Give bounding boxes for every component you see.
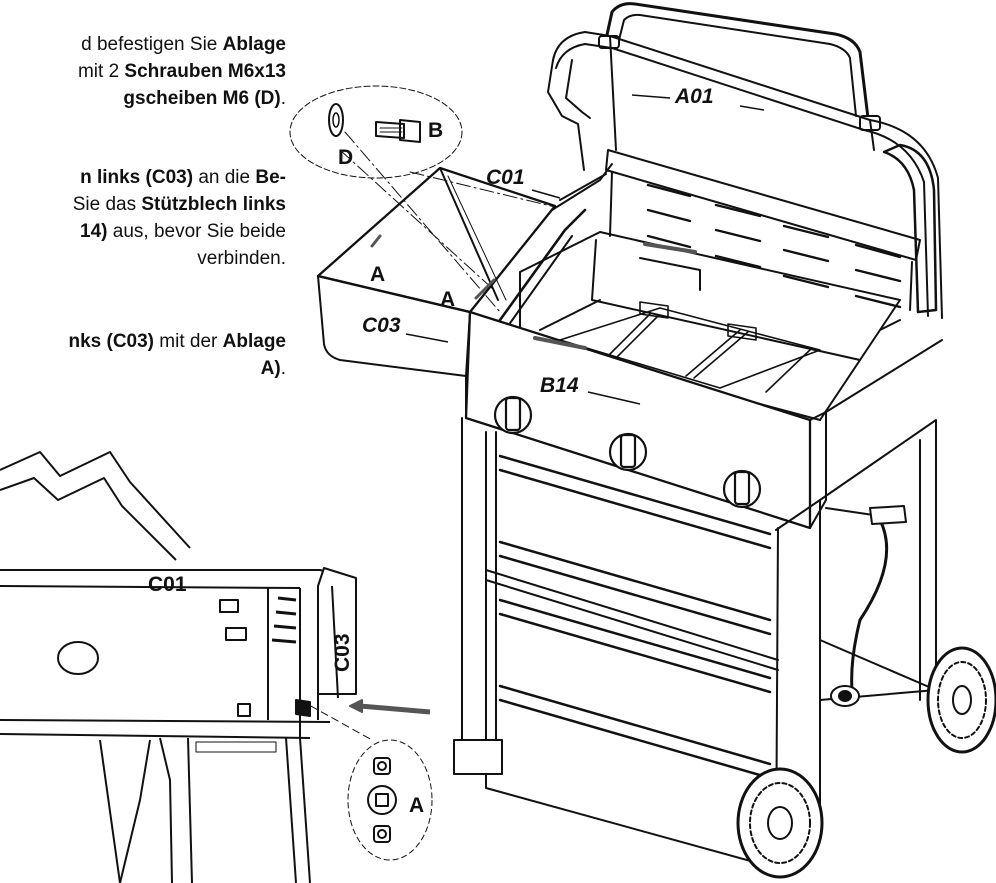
label-a01: A01	[674, 85, 714, 108]
instruction-line: mit 2 Schrauben M6x13	[77, 61, 286, 82]
instruction-paragraph-2: n links (C03) an die Be- Sie das Stützbl…	[0, 164, 286, 272]
label-b14: B14	[540, 374, 579, 397]
label-c03-detail: C03	[331, 633, 354, 672]
instruction-line: nks (C03) mit der Ablage	[68, 331, 286, 352]
hardware-callout	[289, 85, 463, 179]
gas-regulator	[825, 505, 907, 707]
lid-handle	[598, 2, 881, 131]
instruction-line: Sie das Stützblech links	[72, 194, 286, 215]
label-a-mid: A	[440, 288, 455, 311]
label-d-washer: D	[338, 146, 353, 169]
cart-legs	[453, 417, 937, 775]
burner-tubes	[559, 301, 821, 393]
shelf-frame	[498, 163, 901, 421]
label-a-left: A	[370, 263, 385, 286]
grill-drawing	[289, 2, 996, 879]
instruction-line: d befestigen Sie Ablage	[81, 34, 286, 55]
grill-lid	[547, 31, 943, 319]
instruction-line: gscheiben M6 (D).	[123, 88, 286, 109]
control-knobs	[493, 395, 762, 509]
assembly-arrows	[370, 234, 697, 350]
instruction-line: verbinden.	[197, 248, 286, 269]
label-c01: C01	[486, 166, 525, 189]
detail-view	[0, 451, 433, 883]
instruction-line: 14) aus, bevor Sie beide	[80, 221, 286, 242]
warming-rack	[605, 149, 921, 311]
instruction-line: n links (C03) an die Be-	[80, 167, 286, 188]
instruction-paragraph-3: nks (C03) mit der Ablage A).	[0, 328, 286, 382]
assembly-guide-lines	[339, 131, 556, 313]
control-panel	[464, 310, 943, 530]
label-b-screw: B	[428, 119, 443, 142]
instruction-line: A).	[260, 358, 286, 379]
part-labels: A01 C01 C03 B14 A A B D C01 C03 A	[148, 85, 765, 817]
rack-slots	[646, 183, 902, 309]
label-a-detail: A	[409, 794, 424, 817]
label-c01-detail: C01	[148, 573, 187, 596]
instruction-paragraph-1: d befestigen Sie Ablage mit 2 Schrauben …	[0, 31, 286, 112]
label-c03: C03	[362, 314, 401, 337]
cart-wheels	[736, 646, 996, 879]
